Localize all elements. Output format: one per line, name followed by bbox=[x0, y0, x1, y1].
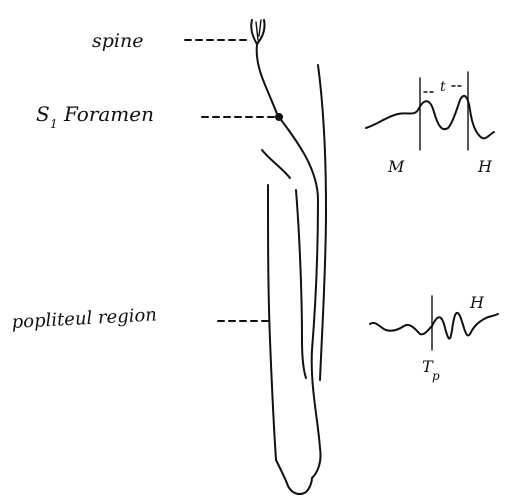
upper-waveform: t M H bbox=[366, 72, 494, 176]
spine-tip bbox=[251, 20, 264, 44]
lower-waveform: H T p bbox=[370, 293, 498, 383]
h-response-label-upper: H bbox=[477, 157, 493, 176]
interval-label: t bbox=[440, 79, 446, 95]
popliteal-region-label: popliteul region bbox=[11, 304, 157, 333]
upper-trace bbox=[366, 96, 494, 138]
lower-trace bbox=[370, 313, 498, 339]
sacral-nerve-path bbox=[257, 44, 278, 117]
spine-label: spine bbox=[92, 30, 143, 52]
s1-subscript: 1 bbox=[50, 117, 58, 131]
m-response-label: M bbox=[387, 157, 405, 176]
h-response-label-lower: H bbox=[469, 293, 485, 312]
s1-prefix: S bbox=[36, 102, 50, 126]
tp-label: T p bbox=[422, 357, 440, 383]
leg-outline bbox=[262, 65, 326, 494]
s1-foramen-label: S 1 Foramen bbox=[36, 102, 154, 131]
tp-subscript: p bbox=[432, 369, 440, 383]
foramen-text: Foramen bbox=[63, 102, 154, 126]
